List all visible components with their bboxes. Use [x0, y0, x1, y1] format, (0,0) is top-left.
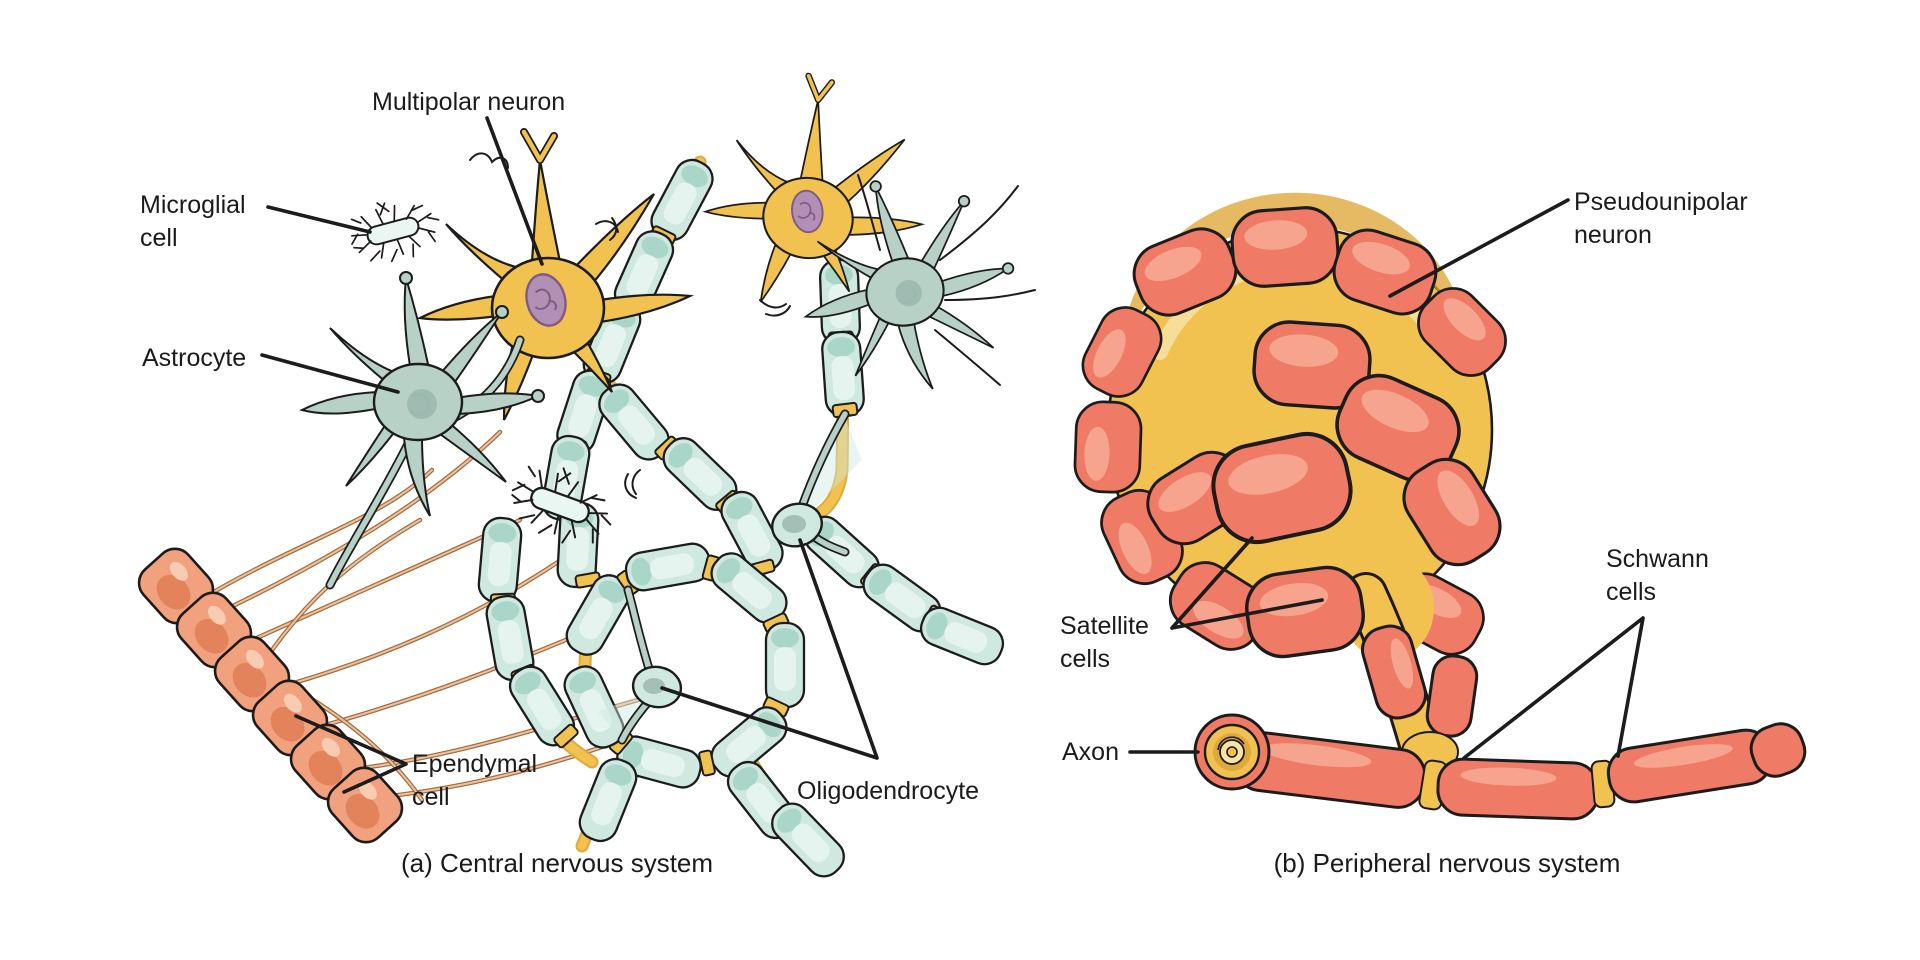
leader-schwann-cells	[1462, 616, 1645, 760]
caption-cns: (a) Central nervous system	[400, 848, 714, 878]
label-schwann-cells: Schwann cells	[1606, 545, 1709, 606]
synaptic-wisps	[469, 152, 791, 499]
leader-satellite-cells	[1170, 536, 1324, 630]
schwann-cell-tube	[1436, 757, 1600, 821]
astrocyte-cell-2	[783, 158, 1036, 410]
label-astrocyte: Astrocyte	[142, 344, 247, 372]
leader-astrocyte	[260, 353, 400, 394]
label-multipolar-neuron: Multipolar neuron	[372, 88, 566, 116]
label-ependymal-cell: Ependymal cell	[412, 750, 538, 811]
schwann-cell-cap	[1749, 722, 1807, 778]
astrocyte-cell	[300, 270, 546, 590]
schwann-cell-tube	[1606, 728, 1774, 804]
label-microglial-cell: Microglial cell	[140, 191, 246, 252]
myelin-segment	[764, 795, 852, 885]
label-axon: Axon	[1062, 738, 1119, 766]
satellite-cell-lobe	[1228, 204, 1342, 290]
oligodendrocyte-upper	[771, 409, 862, 557]
caption-pns: (b) Peripheral nervous system	[1273, 848, 1621, 878]
panel-cns-art	[130, 64, 1036, 885]
label-pseudounipolar-neuron: Pseudounipolar neuron	[1574, 188, 1748, 249]
panel-pns-art	[1072, 192, 1807, 821]
cns-leader-lines	[260, 116, 879, 794]
leader-multipolar-neuron	[485, 116, 544, 266]
myelin-segment	[476, 515, 524, 605]
leader-pseudounipolar-neuron	[1388, 198, 1570, 298]
myelin-segment	[573, 752, 643, 848]
label-oligodendrocyte: Oligodendrocyte	[797, 777, 980, 805]
leader-ependymal-cell	[294, 714, 408, 794]
leader-microglial-cell	[266, 205, 372, 234]
axon-cross-section	[1193, 713, 1271, 791]
satellite-cell-lobe	[1072, 399, 1144, 495]
leader-oligodendrocyte	[660, 538, 879, 760]
axon-stem	[1344, 572, 1479, 766]
myelin-segment	[914, 601, 1010, 671]
myelin-segment	[622, 539, 714, 595]
pns-leader-lines	[1128, 198, 1645, 760]
peripheral-axon	[1193, 713, 1807, 821]
label-satellite-cells: Satellite cells	[1060, 612, 1149, 673]
myelin-segment	[764, 621, 806, 709]
oligodendrocyte-lower	[598, 585, 683, 745]
